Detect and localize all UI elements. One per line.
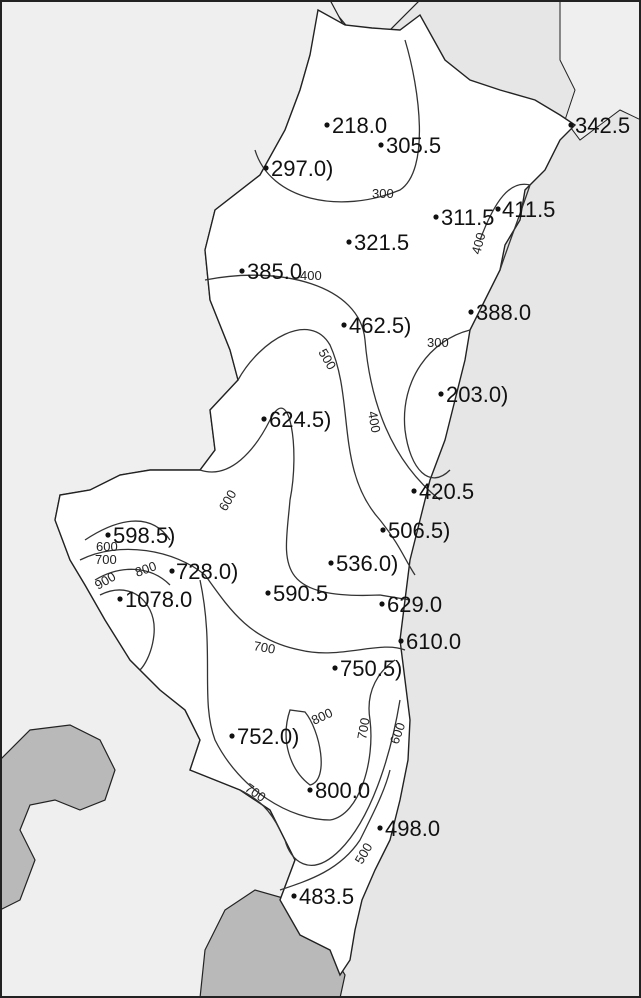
station-dot — [378, 142, 384, 148]
station-label: 598.5) — [113, 523, 175, 548]
station-dot — [265, 590, 271, 596]
contour-300-north — [254, 39, 421, 203]
station-dot — [239, 268, 245, 274]
station-label: 462.5) — [349, 313, 411, 338]
station-label: 1078.0 — [125, 587, 192, 612]
contour-label: 400 — [300, 268, 322, 283]
dark-land-west — [0, 724, 116, 911]
station-label: 297.0) — [271, 156, 333, 181]
station-label: 311.5 — [441, 205, 494, 230]
station-label: 411.5 — [502, 197, 555, 222]
station-label: 728.0) — [176, 559, 238, 584]
contour-700-southwest — [239, 789, 281, 831]
contour-800-west — [94, 568, 171, 586]
station-dot — [380, 527, 386, 533]
station-labels: 218.0 305.5 342.5 297.0) 311.5 411.5 321… — [113, 113, 630, 909]
contour-500-central — [237, 328, 416, 576]
station-label: 305.5 — [386, 133, 441, 158]
contour-lines — [79, 39, 531, 891]
station-dot — [328, 560, 334, 566]
station-dot — [332, 665, 338, 671]
station-label: 385.0 — [247, 259, 302, 284]
station-dot — [433, 214, 439, 220]
station-label: 483.5 — [299, 884, 354, 909]
station-dot — [324, 122, 330, 128]
contour-label: 700 — [95, 552, 117, 567]
station-label: 498.0 — [385, 816, 440, 841]
station-dot — [568, 122, 574, 128]
contour-900-west — [99, 589, 155, 671]
contour-label: 400 — [365, 410, 384, 434]
northeast-land — [559, 0, 641, 141]
station-dot — [117, 596, 123, 602]
station-dot — [377, 825, 383, 831]
station-label: 610.0 — [406, 629, 461, 654]
station-dot — [307, 787, 313, 793]
contour-label: 700 — [354, 717, 373, 741]
contour-label: 300 — [427, 335, 449, 350]
contour-700-west — [79, 548, 406, 654]
station-dot — [169, 568, 175, 574]
station-label: 420.5 — [419, 479, 474, 504]
station-dot — [468, 309, 474, 315]
contour-label: 400 — [468, 231, 488, 256]
contour-600-southeast — [284, 699, 401, 866]
station-dots — [105, 122, 574, 899]
station-dot — [438, 391, 444, 397]
contour-label: 600 — [96, 539, 118, 554]
station-label: 388.0 — [476, 300, 531, 325]
station-label: 800.0 — [315, 778, 370, 803]
station-label: 321.5 — [354, 230, 409, 255]
station-dot — [411, 488, 417, 494]
station-label: 752.0) — [237, 724, 299, 749]
station-label: 342.5 — [575, 113, 630, 138]
contour-label: 700 — [252, 638, 276, 657]
station-dot — [341, 322, 347, 328]
station-label: 624.5) — [269, 407, 331, 432]
contour-600-west — [199, 407, 411, 601]
station-label: 203.0) — [446, 382, 508, 407]
contour-600-coast — [84, 520, 171, 541]
station-label: 218.0 — [332, 113, 387, 138]
contour-300-east — [403, 329, 471, 479]
contour-700-south — [199, 579, 396, 821]
station-dot — [379, 601, 385, 607]
station-dot — [346, 239, 352, 245]
station-dot — [229, 733, 235, 739]
station-dot — [105, 532, 111, 538]
station-dot — [261, 416, 267, 422]
station-label: 506.5) — [388, 518, 450, 543]
station-label: 629.0 — [387, 592, 442, 617]
station-dot — [398, 638, 404, 644]
contour-800-south — [285, 709, 322, 786]
station-dot — [263, 165, 269, 171]
contour-label: 800 — [133, 558, 159, 580]
contour-400-northeast — [479, 183, 531, 271]
contour-label: 300 — [372, 186, 394, 201]
contour-400-central — [204, 274, 441, 501]
station-dot — [291, 893, 297, 899]
prefecture-area — [54, 8, 577, 977]
station-label: 536.0) — [336, 551, 398, 576]
station-dot — [495, 206, 501, 212]
contour-label: 600 — [387, 721, 409, 747]
contour-500-southeast — [279, 769, 391, 891]
station-label: 750.5) — [340, 656, 402, 681]
station-label: 590.5 — [273, 581, 328, 606]
